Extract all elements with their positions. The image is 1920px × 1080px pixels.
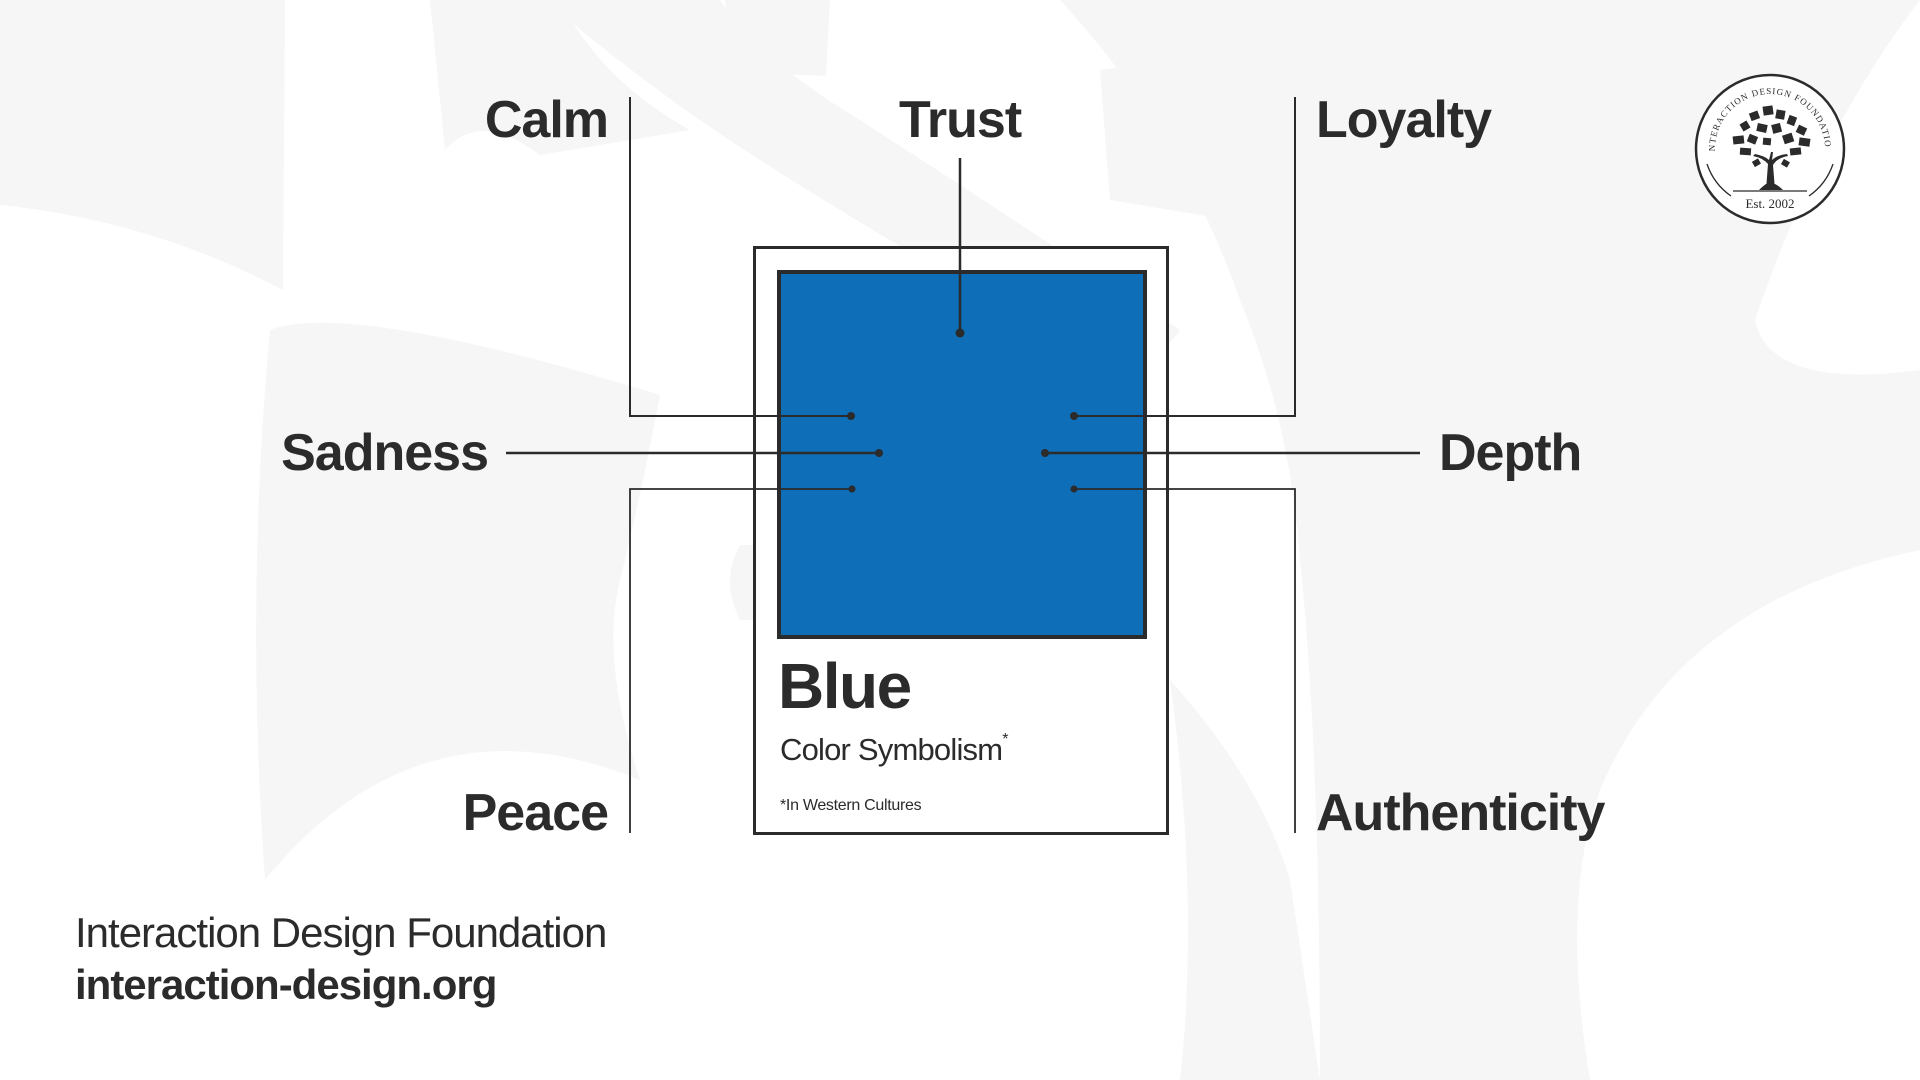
- idf-logo: INTERACTION DESIGN FOUNDATION Est. 2002: [1693, 72, 1846, 225]
- dot-calm: [847, 412, 855, 420]
- label-depth: Depth: [1439, 424, 1582, 482]
- label-sadness: Sadness: [281, 424, 489, 482]
- card-subtitle: Color Symbolism*: [780, 731, 1009, 767]
- connector-loyalty: [1074, 97, 1296, 417]
- card-subtitle-text: Color Symbolism: [780, 732, 1003, 767]
- footer-organization: Interaction Design Foundation: [75, 909, 607, 956]
- color-swatch-card: Blue Color Symbolism* *In Western Cultur…: [753, 246, 1169, 835]
- dot-authenticity: [1070, 485, 1078, 493]
- dot-depth: [1041, 449, 1049, 457]
- label-peace: Peace: [462, 784, 609, 842]
- card-footnote: *In Western Cultures: [780, 797, 922, 814]
- tree-of-books-icon: [1732, 105, 1811, 190]
- label-loyalty: Loyalty: [1316, 91, 1492, 149]
- dot-sadness: [875, 449, 883, 457]
- label-authenticity: Authenticity: [1316, 784, 1605, 842]
- footer-url-link[interactable]: interaction-design.org: [75, 961, 497, 1008]
- label-trust: Trust: [899, 91, 1022, 149]
- card-title: Blue: [778, 650, 912, 722]
- label-calm: Calm: [484, 91, 609, 149]
- logo-established: Est. 2002: [1745, 196, 1794, 211]
- connector-authenticity: [1074, 488, 1296, 833]
- logo-lower-arc-left: [1706, 163, 1732, 197]
- logo-lower-arc-right: [1808, 163, 1834, 197]
- logo-ring: [1694, 73, 1846, 225]
- footnote-mark: *: [1002, 731, 1008, 748]
- dot-trust: [955, 328, 965, 338]
- dot-peace: [848, 485, 856, 493]
- connector-peace: [629, 488, 852, 833]
- dot-loyalty: [1070, 412, 1078, 420]
- connector-calm: [629, 97, 851, 417]
